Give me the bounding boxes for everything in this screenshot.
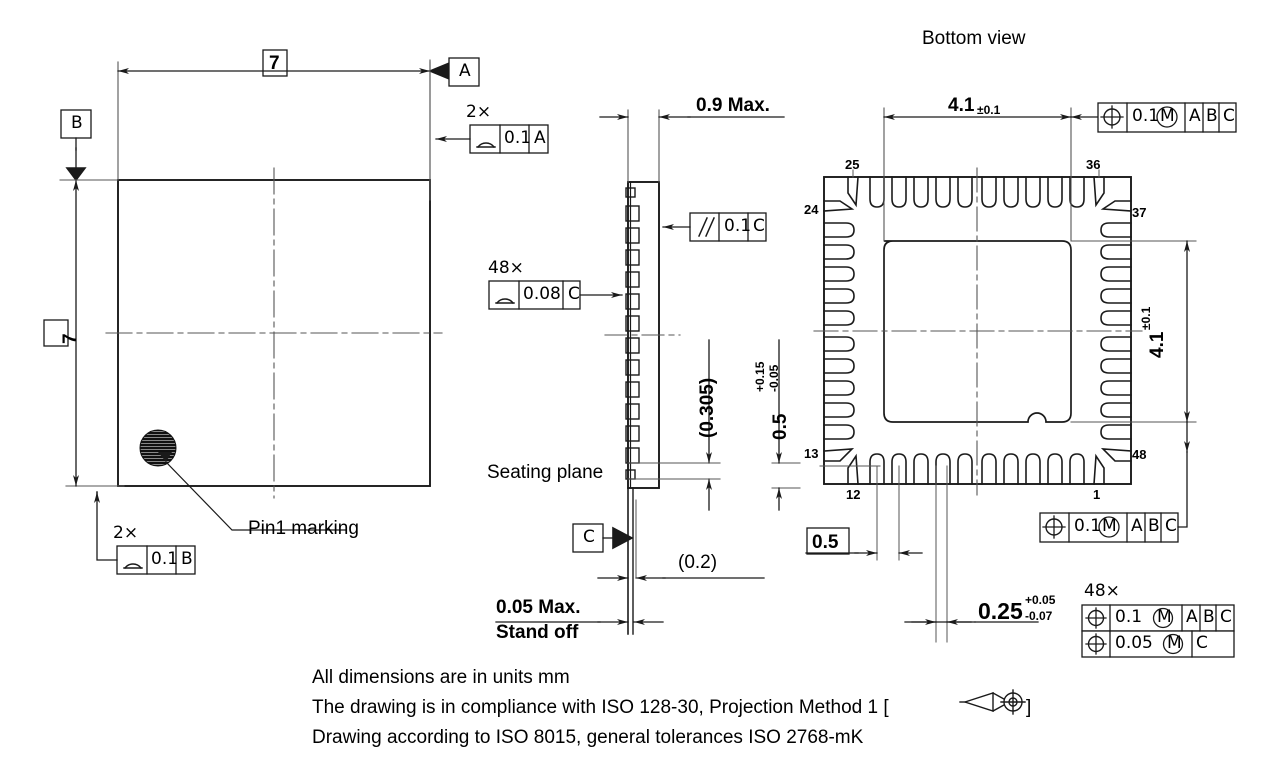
datum-b-label: B bbox=[71, 113, 83, 133]
side-view-terminal-height-value: 0.5 bbox=[770, 413, 791, 440]
bottom-view-pad-width-dimension bbox=[883, 107, 1099, 242]
fcf-terminals-r2-datum-c: C bbox=[1196, 633, 1208, 653]
side-view-height-dimension bbox=[599, 109, 785, 183]
fcf-bottom-left-tolerance: 0.1 bbox=[151, 549, 179, 569]
bottom-view-pins-top bbox=[847, 176, 1105, 208]
fcf-side-view-profile bbox=[488, 280, 623, 310]
bottom-view-centerlines bbox=[813, 167, 1143, 496]
fcf-bv-right-datum-b: B bbox=[1148, 516, 1160, 536]
side-view-lead-thickness-value: (0.305) bbox=[697, 377, 718, 438]
fcf-bottom-left-multiplier: 2× bbox=[113, 523, 139, 543]
bottom-view-pins-right bbox=[1100, 200, 1132, 462]
datum-c-symbol bbox=[572, 487, 634, 635]
top-view-height-value: 7 bbox=[60, 333, 81, 344]
seating-plane-label: Seating plane bbox=[487, 462, 604, 483]
datum-b-symbol bbox=[59, 109, 119, 182]
fcf-bv-right-datum-c: C bbox=[1165, 516, 1177, 536]
bottom-view-title: Bottom view bbox=[922, 28, 1026, 49]
pin-number-bottom-right: 1 bbox=[1093, 487, 1101, 502]
fcf-bv-top-datum-c: C bbox=[1223, 106, 1235, 126]
bottom-view-thermal-pad bbox=[883, 240, 1072, 423]
dim-box-width-7 bbox=[262, 49, 288, 77]
fcf-bottom-view-position-top bbox=[1097, 102, 1237, 133]
fcf-top-right-multiplier: 2× bbox=[466, 102, 492, 122]
bottom-view-pad-height-tol: ±0.1 bbox=[1139, 306, 1153, 330]
note-line-3: Drawing according to ISO 8015, general t… bbox=[312, 727, 864, 748]
fcf-bv-top-tolerance: 0.1 bbox=[1132, 106, 1160, 126]
bottom-view-pitch-value: 0.5 bbox=[812, 532, 839, 553]
fcf-terminals-r1-datum-c: C bbox=[1220, 607, 1232, 627]
note-line-2: The drawing is in compliance with ISO 12… bbox=[312, 697, 889, 718]
fcf-bottom-view-terminals bbox=[1081, 604, 1235, 658]
pin-number-right-bottom: 48 bbox=[1132, 447, 1147, 462]
top-view-width-dimension bbox=[117, 61, 431, 181]
pin-number-left-bottom: 13 bbox=[804, 446, 819, 461]
projection-method-symbol bbox=[959, 689, 1026, 715]
pin1-marking-label: Pin1 marking bbox=[248, 518, 359, 539]
side-view-lead-width-dimension bbox=[597, 499, 765, 581]
fcf-bottom-left-datum: B bbox=[181, 549, 193, 569]
top-view-width-value: 7 bbox=[269, 53, 280, 74]
side-view-terminal-height-dimension bbox=[771, 339, 801, 511]
fcf-top-view-profile-b bbox=[89, 485, 196, 575]
fcf-bv-right-tolerance: 0.1 bbox=[1074, 516, 1102, 536]
note-line-1: All dimensions are in units mm bbox=[312, 667, 570, 688]
side-view-overall-height-value: 0.9 Max. bbox=[696, 95, 770, 116]
side-view-lead-width-value: (0.2) bbox=[678, 552, 718, 573]
datum-a-label: A bbox=[459, 61, 471, 81]
bottom-view-pad-height-value: 4.1 bbox=[1147, 331, 1168, 358]
fcf-bottom-view-position-right bbox=[1039, 451, 1188, 543]
fcf-parallel-datum: C bbox=[753, 216, 765, 236]
fcf-terminals-r1-modifier: M bbox=[1157, 607, 1172, 627]
pin-number-right-top: 37 bbox=[1132, 205, 1147, 220]
bottom-view-pins-left bbox=[823, 200, 855, 462]
fcf-top-right-tolerance: 0.1 bbox=[504, 128, 532, 148]
bottom-view-terminal-width-dimension bbox=[904, 465, 1039, 643]
fcf-bv-top-datum-b: B bbox=[1206, 106, 1218, 126]
pin1-leader-line bbox=[158, 452, 346, 531]
fcf-terminals-r2-modifier: M bbox=[1167, 633, 1182, 653]
fcf-bv-top-datum-a: A bbox=[1189, 106, 1201, 126]
bottom-view-pitch-dimension bbox=[805, 465, 923, 561]
pin-number-bottom-left: 12 bbox=[846, 487, 861, 502]
side-view-lead-terminals bbox=[625, 187, 640, 480]
bottom-view-pad-height-dimension bbox=[1070, 240, 1197, 453]
pin-number-left-top: 24 bbox=[804, 202, 819, 217]
fcf-bv-right-modifier: M bbox=[1102, 516, 1117, 536]
fcf-bv-right-datum-a: A bbox=[1131, 516, 1143, 536]
top-view-centerlines bbox=[105, 167, 443, 499]
side-view-terminal-tol-lower: -0.05 bbox=[767, 364, 781, 392]
fcf-terminals-r1-datum-a: A bbox=[1186, 607, 1198, 627]
fcf-top-right-datum: A bbox=[534, 128, 546, 148]
note-line-2-close: ] bbox=[1026, 697, 1032, 718]
datum-a-symbol bbox=[427, 57, 480, 201]
pin-number-top-right: 36 bbox=[1086, 157, 1101, 172]
side-view-terminal-tol-upper: +0.15 bbox=[753, 361, 767, 392]
bottom-view-terminal-width-tol-lower: -0.07 bbox=[1025, 609, 1053, 623]
bottom-view-pad-width-tol: ±0.1 bbox=[977, 103, 1001, 117]
pin1-marking-dot bbox=[139, 429, 177, 467]
fcf-top-view-profile-a bbox=[435, 124, 549, 154]
fcf-terminals-r2-tolerance: 0.05 bbox=[1115, 633, 1153, 653]
bottom-view-terminal-width-value: 0.25 bbox=[978, 598, 1023, 624]
fcf-terminals-r1-tolerance: 0.1 bbox=[1115, 607, 1143, 627]
bottom-view-pin-number-ticks bbox=[852, 169, 1100, 178]
fcf-bv-top-modifier: M bbox=[1160, 106, 1175, 126]
fcf-terminals-multiplier: 48× bbox=[1084, 581, 1120, 601]
fcf-side-profile-datum: C bbox=[568, 284, 580, 304]
fcf-side-profile-tolerance: 0.08 bbox=[523, 284, 561, 304]
fcf-side-view-parallelism bbox=[662, 212, 767, 242]
pin-number-top-left: 25 bbox=[845, 157, 860, 172]
seating-plane-lines bbox=[627, 462, 721, 480]
fcf-parallel-tolerance: 0.1 bbox=[724, 216, 752, 236]
dim-box-height-7 bbox=[43, 319, 69, 347]
bottom-view-pins-bottom bbox=[847, 453, 1105, 485]
fcf-side-profile-multiplier: 48× bbox=[488, 258, 524, 278]
bottom-view-pad-width-value: 4.1 bbox=[948, 95, 975, 116]
stand-off-value: 0.05 Max. bbox=[496, 597, 581, 618]
bottom-view-terminal-width-tol-upper: +0.05 bbox=[1025, 593, 1056, 607]
datum-c-label: C bbox=[583, 527, 595, 547]
fcf-terminals-r1-datum-b: B bbox=[1203, 607, 1215, 627]
stand-off-label: Stand off bbox=[496, 622, 579, 643]
